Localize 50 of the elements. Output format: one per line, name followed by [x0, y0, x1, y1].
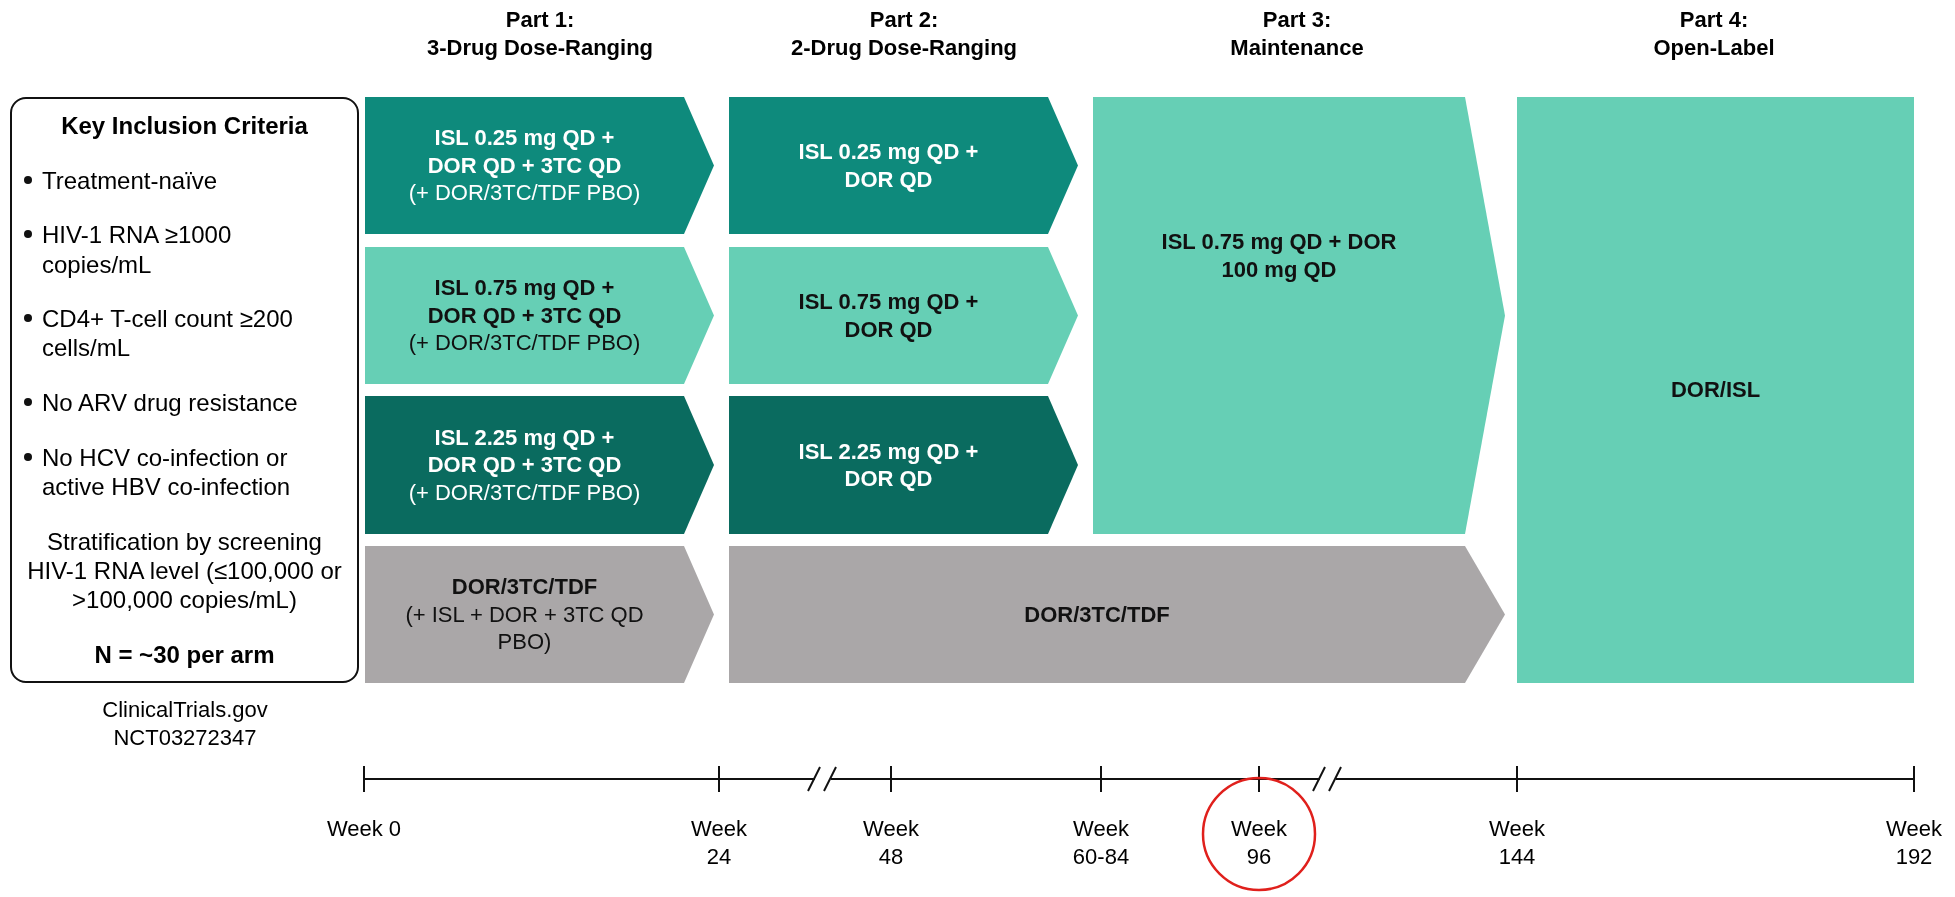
treatment-arm-band [365, 97, 714, 234]
criteria-box [10, 97, 359, 683]
placebo-note: (+ DOR/3TC/TDF PBO) [408, 329, 641, 357]
week-label: Week 192 [1885, 815, 1943, 870]
regimen-text: DOR/3TC/TDF [1024, 600, 1170, 629]
week-label: Week 96 [1230, 815, 1288, 870]
treatment-arm-band [729, 396, 1078, 534]
regimen-text: ISL 2.25 mg QD + DOR QD + 3TC QD [426, 423, 623, 479]
week-label: Week 48 [862, 815, 920, 870]
treatment-arm-band [365, 396, 714, 534]
criteria-item: No ARV drug resistance [42, 388, 298, 418]
phase-heading: Part 2: [868, 6, 940, 34]
criteria-item: HIV-1 RNA ≥1000 copies/mL [42, 220, 233, 279]
week-label: Week 0 [325, 815, 403, 843]
treatment-arm-band [729, 247, 1078, 384]
phase-heading: Open-Label [1652, 34, 1776, 62]
registry-text: NCT03272347 [112, 724, 258, 752]
regimen-text: DOR/3TC/TDF [451, 573, 598, 601]
week-label: Week 144 [1488, 815, 1546, 870]
phase-heading: Maintenance [1229, 34, 1365, 62]
phase-heading: Part 1: [504, 6, 576, 34]
sample-size-text: N = ~30 per arm [93, 639, 276, 669]
placebo-note: (+ DOR/3TC/TDF PBO) [408, 478, 641, 507]
criteria-item: No HCV co-infection or active HBV co-infection [42, 442, 292, 502]
stratification-text: Stratification by screening HIV-1 RNA level (≤100,000 or >100,000 copies/mL) [26, 526, 343, 615]
treatment-arm-band [729, 97, 1078, 234]
registry-text: ClinicalTrials.gov [101, 696, 269, 724]
regimen-text: ISL 0.25 mg QD + DOR QD [797, 138, 980, 193]
placebo-note: (+ ISL + DOR + 3TC QD PBO) [404, 600, 645, 656]
treatment-arm-band [1093, 97, 1505, 534]
criteria-heading: Key Inclusion Criteria [60, 111, 309, 141]
regimen-text: ISL 0.25 mg QD + DOR QD + 3TC QD [426, 124, 623, 180]
phase-heading: Part 3: [1261, 6, 1333, 34]
treatment-arm-panel [1517, 97, 1914, 683]
treatment-arm-band [365, 546, 714, 683]
week-label: Week 60-84 [1071, 815, 1131, 870]
criteria-item: CD4+ T-cell count ≥200 cells/mL [42, 304, 294, 363]
treatment-arm-band [729, 546, 1505, 683]
week-label: Week 24 [690, 815, 748, 870]
regimen-text: ISL 2.25 mg QD + DOR QD [797, 437, 980, 493]
placebo-note: (+ DOR/3TC/TDF PBO) [408, 179, 641, 207]
phase-heading: Part 4: [1678, 6, 1750, 34]
regimen-text: ISL 0.75 mg QD + DOR QD [797, 288, 980, 343]
treatment-arm-band [365, 247, 714, 384]
regimen-text: ISL 0.75 mg QD + DOR QD + 3TC QD [426, 274, 623, 330]
phase-heading: 3-Drug Dose-Ranging [425, 34, 655, 62]
phase-heading: 2-Drug Dose-Ranging [789, 34, 1019, 62]
regimen-text: DOR/ISL [1670, 376, 1761, 404]
criteria-item: Treatment-naïve [42, 165, 218, 195]
regimen-text: ISL 0.75 mg QD + DOR 100 mg QD [1160, 228, 1398, 283]
